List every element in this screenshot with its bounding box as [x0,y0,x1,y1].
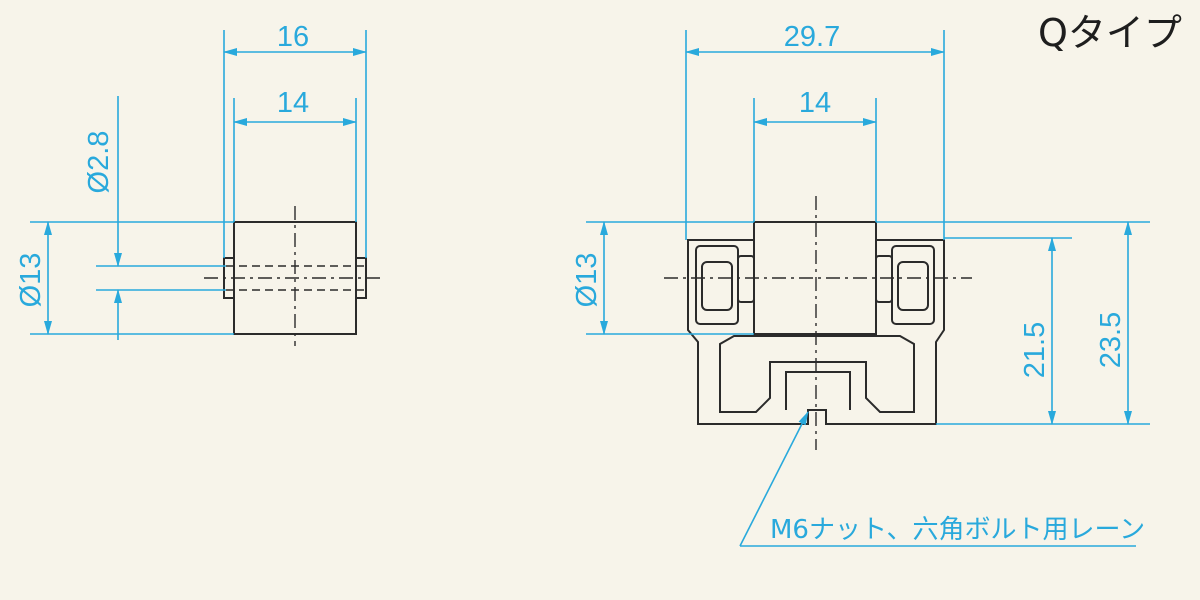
dimension-14-left-label: 14 [277,87,309,119]
washer-right [875,255,893,303]
dimension-diameter-left-label: Ø13 [15,253,47,308]
right-view: 29.7 14 Ø13 21.5 23.5 M6ナット、六角ボルト用レーン [571,21,1150,547]
dimension-16-label: 16 [277,21,309,53]
dimension-diameter-right-label: Ø13 [571,253,603,308]
left-view: 16 14 Ø2.8 Ø13 [15,21,382,346]
drawing-title: Qタイプ [1038,11,1182,55]
bolt-lane [785,371,851,410]
note-leader-line [739,411,809,547]
nut-right [897,261,929,311]
nut-left [701,261,733,311]
rail-profile [687,239,945,425]
dimension-29-7-label: 29.7 [784,21,840,53]
dimension-23-5-label: 23.5 [1095,312,1127,368]
note-label: M6ナット、六角ボルト用レーン [770,515,1145,545]
rail-channel [719,335,915,413]
washer-left [737,255,755,303]
dimension-21-5-label: 21.5 [1019,322,1051,378]
dimension-bore-label: Ø2.8 [83,131,115,194]
dimension-14-right-label: 14 [799,87,831,119]
